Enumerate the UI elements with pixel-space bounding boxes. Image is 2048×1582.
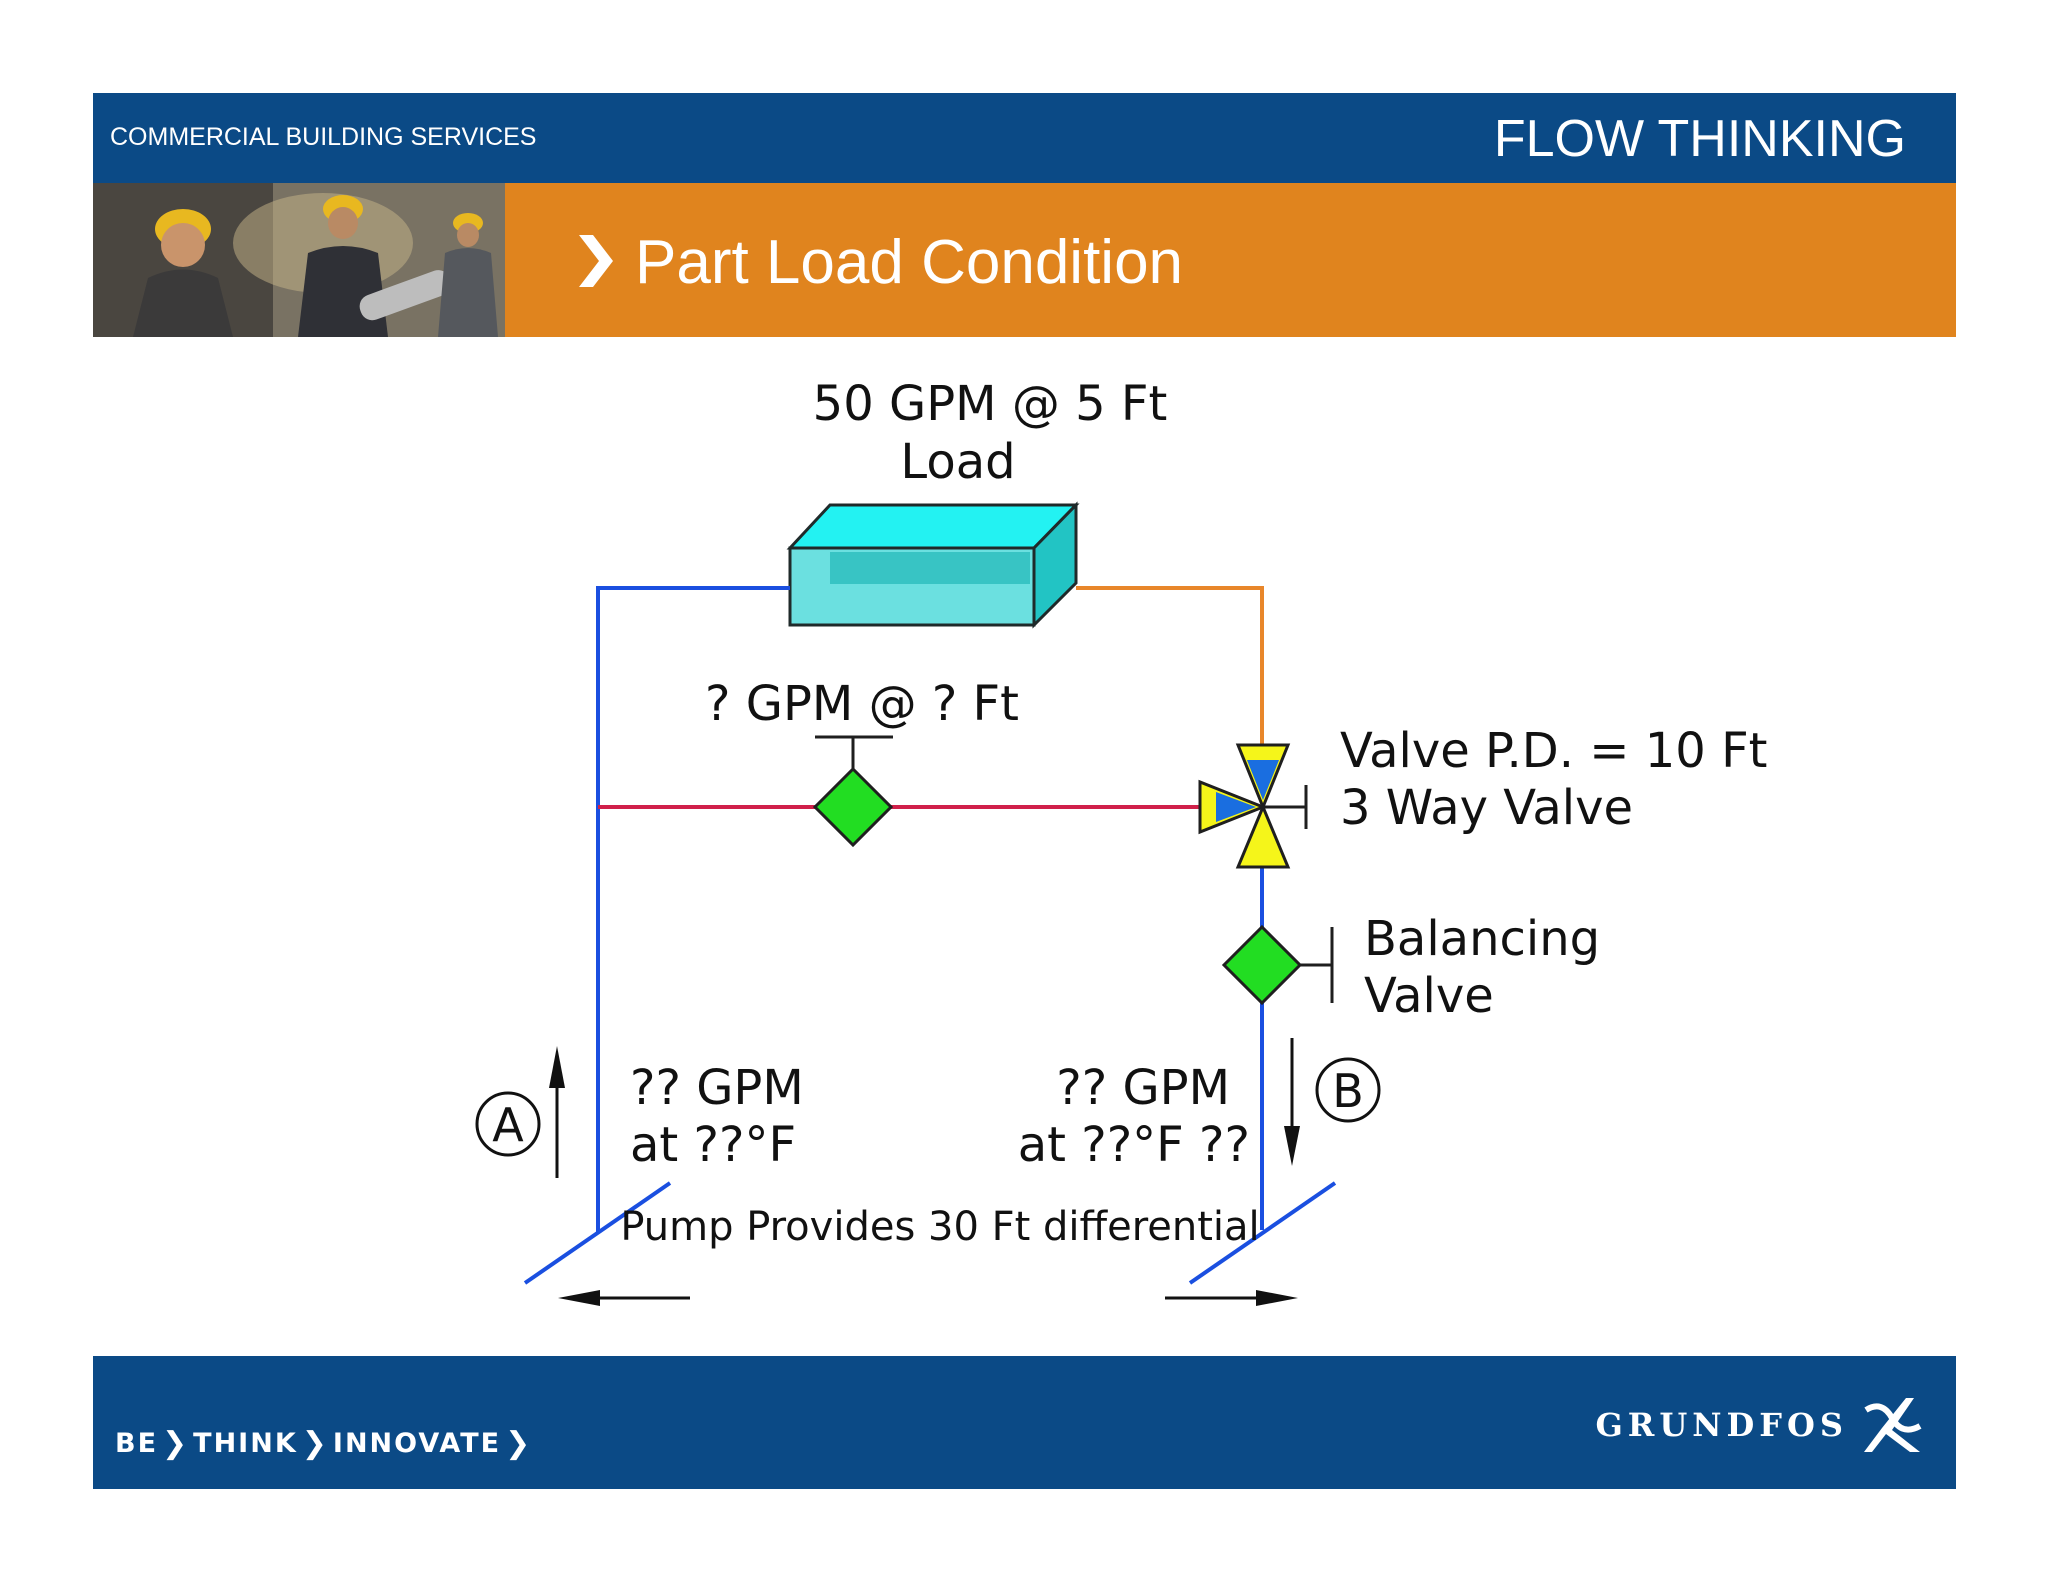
flow-arrow-left-icon [558, 1290, 690, 1306]
return-temp-label: at ??°F ?? [1018, 1117, 1250, 1173]
pump-symbol [523, 1181, 1337, 1285]
load-flow-label: 50 GPM @ 5 Ft [813, 376, 1168, 432]
title-bar: Part Load Condition [505, 183, 1956, 337]
header-bar: COMMERCIAL BUILDING SERVICES FLOW THINKI… [93, 93, 1956, 183]
pump-label: Pump Provides 30 Ft differential [620, 1204, 1259, 1250]
grundfos-logo-icon [1864, 1398, 1922, 1452]
valve-type-label: 3 Way Valve [1340, 780, 1633, 836]
valve-pd-label: Valve P.D. = 10 Ft [1340, 723, 1768, 779]
section-label: COMMERCIAL BUILDING SERVICES [110, 123, 537, 151]
return-balancing-valve [1221, 924, 1334, 1006]
series-title: FLOW THINKING [1493, 110, 1906, 168]
header-photo [93, 183, 505, 337]
flow-arrow-right-icon [1165, 1290, 1298, 1306]
slogan: BE ❯ THINK ❯ INNOVATE ❯ [115, 1426, 536, 1461]
three-way-valve [1198, 743, 1308, 869]
marker-a-circle [475, 1091, 541, 1157]
slogan-think: THINK [193, 1428, 298, 1459]
marker-b: B [1332, 1064, 1364, 1118]
balancing-label-2: Valve [1364, 968, 1494, 1024]
slogan-innovate: INNOVATE [332, 1428, 502, 1459]
return-pipe-upper [1076, 586, 1264, 748]
workers-photo-icon [93, 183, 505, 337]
return-flow-label: ?? GPM [1056, 1060, 1230, 1116]
chevron-right-icon [579, 235, 613, 287]
page-title: Part Load Condition [635, 228, 1184, 297]
flow-arrow-down-icon [1284, 1038, 1300, 1166]
chevron-right-icon: ❯ [505, 1426, 533, 1461]
flow-arrow-up-icon [549, 1046, 565, 1178]
brand-name: GRUNDFOS [1595, 1406, 1848, 1444]
chevron-right-icon: ❯ [162, 1426, 190, 1461]
bypass-balancing-valve [812, 735, 894, 848]
brand-logo: GRUNDFOS [1595, 1396, 1924, 1454]
load-coil [786, 501, 1080, 629]
load-label: Load [900, 434, 1015, 490]
supply-flow-label: ?? GPM [630, 1060, 804, 1116]
marker-a: A [492, 1098, 524, 1152]
supply-pipe [596, 586, 790, 1232]
marker-b-circle [1315, 1057, 1381, 1123]
bypass-flow-label: ? GPM @ ? Ft [705, 676, 1019, 732]
supply-temp-label: at ??°F [630, 1117, 796, 1173]
slogan-be: BE [115, 1428, 159, 1459]
footer-bar: BE ❯ THINK ❯ INNOVATE ❯ GRUNDFOS [93, 1356, 1956, 1489]
chevron-right-icon: ❯ [301, 1426, 329, 1461]
balancing-label-1: Balancing [1364, 911, 1600, 967]
